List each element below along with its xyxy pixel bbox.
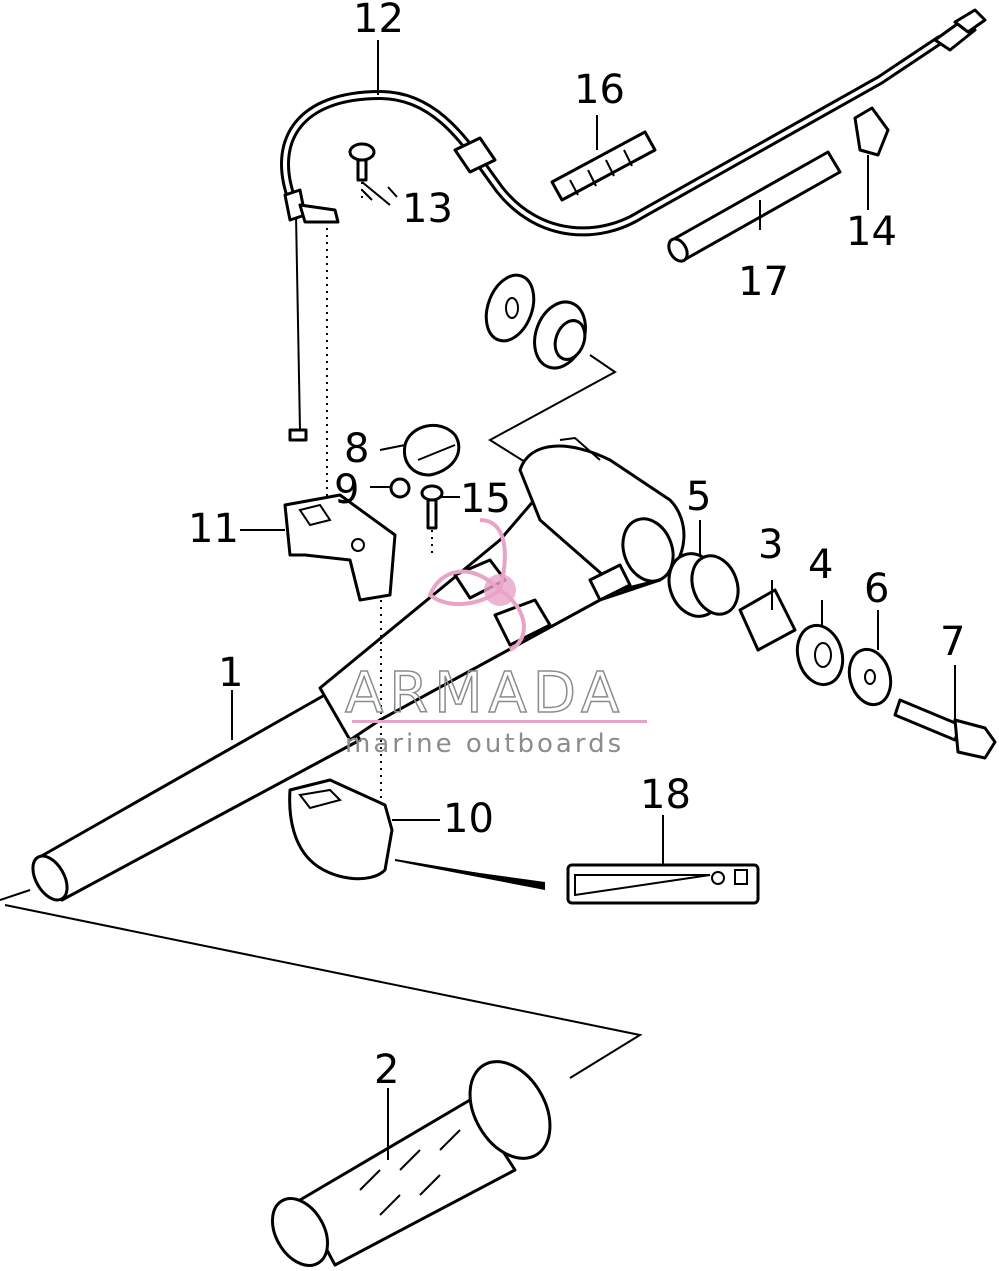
label-part-13: 13 <box>402 186 453 232</box>
nut <box>389 477 411 499</box>
screw-15 <box>420 484 444 555</box>
label-part-8: 8 <box>344 426 369 472</box>
lower-clamp <box>288 778 394 881</box>
collar-3 <box>738 588 797 652</box>
upper-bushing <box>533 300 587 370</box>
watermark-brand: ARMADA <box>345 661 625 726</box>
cable-clip <box>853 106 890 157</box>
throttle-cable <box>280 8 987 442</box>
label-part-14: 14 <box>846 209 897 255</box>
label-part-6: 6 <box>864 566 889 612</box>
friction-knob <box>402 424 461 477</box>
spiral-sleeve <box>550 130 657 202</box>
label-part-17: 17 <box>738 259 789 305</box>
washer-6 <box>847 647 893 707</box>
watermark: ARMADA marine outboards <box>344 518 647 759</box>
label-part-16: 16 <box>574 67 625 113</box>
label-part-9: 9 <box>334 467 359 513</box>
label-part-18: 18 <box>640 772 691 818</box>
bushing-5 <box>667 552 740 618</box>
tiller-arm <box>31 436 686 902</box>
watermark-tagline: marine outboards <box>345 729 624 759</box>
label-part-1: 1 <box>218 650 243 696</box>
label-part-12: 12 <box>353 0 404 42</box>
upper-washer <box>484 273 536 343</box>
label-part-11: 11 <box>188 506 239 552</box>
label-part-2: 2 <box>374 1047 399 1093</box>
label-part-10: 10 <box>443 796 494 842</box>
label-part-7: 7 <box>940 619 965 665</box>
bolt-7 <box>893 698 997 760</box>
label-part-5: 5 <box>686 474 711 520</box>
throttle-grip <box>271 1060 552 1267</box>
decal-label <box>566 863 760 905</box>
label-part-3: 3 <box>758 522 783 568</box>
label-part-15: 15 <box>460 476 511 522</box>
washer-4 <box>795 623 845 687</box>
upper-clamp <box>283 493 397 602</box>
cable-tube <box>667 150 842 263</box>
label-part-4: 4 <box>808 542 833 588</box>
